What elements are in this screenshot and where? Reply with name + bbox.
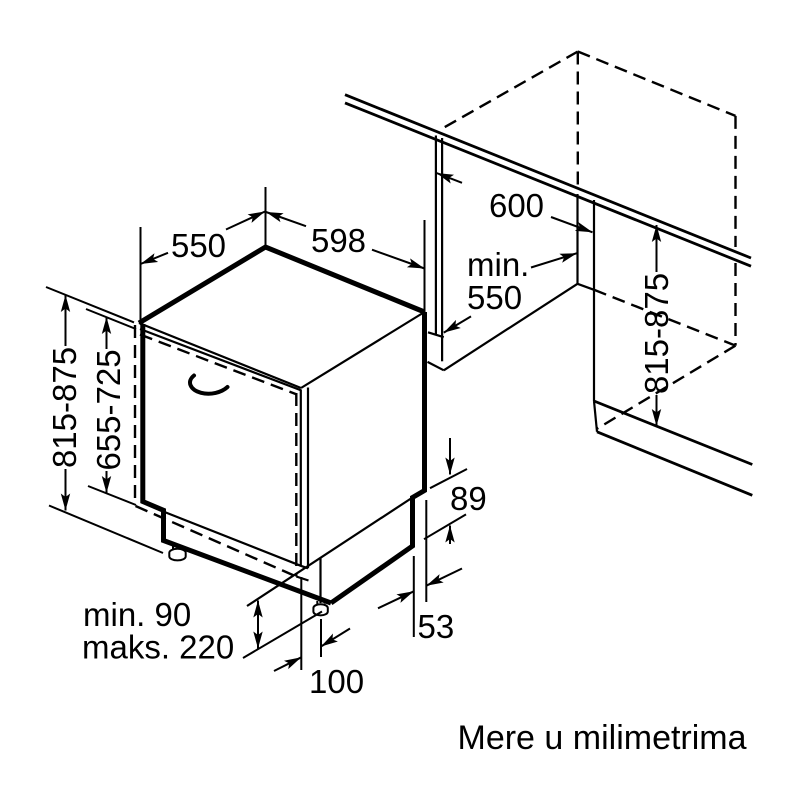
svg-text:53: 53 [418,608,455,645]
svg-text:550: 550 [171,227,226,264]
svg-text:min. 90: min. 90 [83,596,191,633]
svg-text:815-875: 815-875 [638,273,675,394]
svg-text:600: 600 [489,187,544,224]
svg-text:maks. 220: maks. 220 [82,629,234,666]
svg-text:550: 550 [467,279,522,316]
svg-text:89: 89 [450,480,487,517]
svg-text:815-875: 815-875 [46,347,83,468]
svg-text:598: 598 [311,222,366,259]
svg-text:655-725: 655-725 [90,349,127,470]
svg-text:Mere u milimetrima: Mere u milimetrima [458,719,747,757]
svg-text:100: 100 [309,663,364,700]
svg-text:min.: min. [467,246,529,283]
